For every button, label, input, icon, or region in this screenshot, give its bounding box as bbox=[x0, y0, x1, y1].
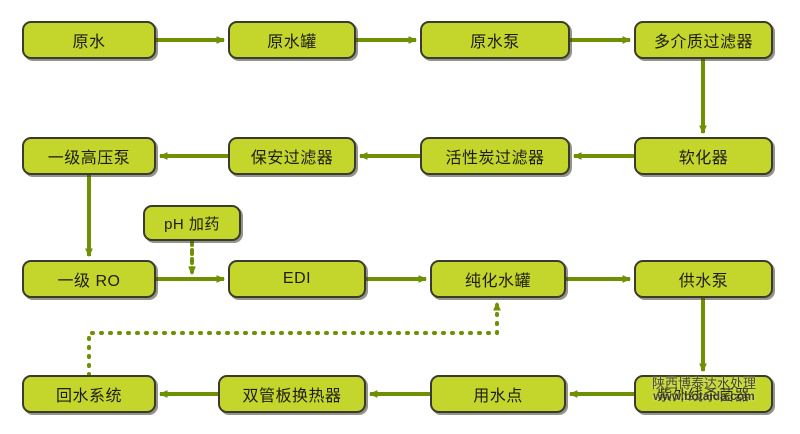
node-edi[interactable]: EDI bbox=[228, 260, 366, 298]
node-label: 回水系统 bbox=[55, 388, 122, 405]
node-raw-water[interactable]: 原水 bbox=[22, 21, 156, 59]
node-label: 原水罐 bbox=[267, 34, 317, 51]
node-label: 一级 RO bbox=[57, 273, 121, 290]
node-label: 原水 bbox=[72, 34, 106, 51]
node-label: 纯化水罐 bbox=[464, 273, 531, 290]
node-label: 软化器 bbox=[678, 150, 729, 167]
node-label: 原水泵 bbox=[470, 34, 520, 51]
node-softener[interactable]: 软化器 bbox=[634, 137, 773, 175]
node-raw-water-tank[interactable]: 原水罐 bbox=[228, 21, 356, 59]
node-raw-water-pump[interactable]: 原水泵 bbox=[420, 21, 570, 59]
node-label: 多介质过滤器 bbox=[653, 34, 753, 51]
node-ph-dosing[interactable]: pH 加药 bbox=[143, 205, 241, 241]
node-label: 活性炭过滤器 bbox=[445, 150, 545, 167]
node-label: 保安过滤器 bbox=[250, 150, 334, 167]
node-label: EDI bbox=[282, 270, 312, 287]
node-supply-pump[interactable]: 供水泵 bbox=[634, 260, 773, 298]
node-label: 一级高压泵 bbox=[47, 150, 131, 167]
node-multimedia-filter[interactable]: 多介质过滤器 bbox=[634, 21, 773, 59]
node-use-point[interactable]: 用水点 bbox=[430, 375, 566, 413]
node-security-filter[interactable]: 保安过滤器 bbox=[228, 137, 356, 175]
node-label: pH 加药 bbox=[164, 215, 220, 233]
node-carbon-filter[interactable]: 活性炭过滤器 bbox=[420, 137, 570, 175]
node-label: 紫外线杀菌器 bbox=[656, 386, 750, 404]
node-label: 用水点 bbox=[473, 388, 523, 405]
node-label: 供水泵 bbox=[678, 273, 729, 290]
node-purified-water-tank[interactable]: 纯化水罐 bbox=[430, 260, 566, 298]
node-heat-exchanger[interactable]: 双管板换热器 bbox=[218, 375, 366, 413]
node-ro-1[interactable]: 一级 RO bbox=[22, 260, 156, 298]
wire-return-loop-dotted bbox=[87, 301, 501, 377]
node-uv-sterilizer[interactable]: 紫外线杀菌器 bbox=[634, 375, 773, 413]
node-return-system[interactable]: 回水系统 bbox=[22, 375, 156, 413]
node-hp-pump-1[interactable]: 一级高压泵 bbox=[22, 137, 156, 175]
node-label: 双管板换热器 bbox=[242, 388, 342, 405]
